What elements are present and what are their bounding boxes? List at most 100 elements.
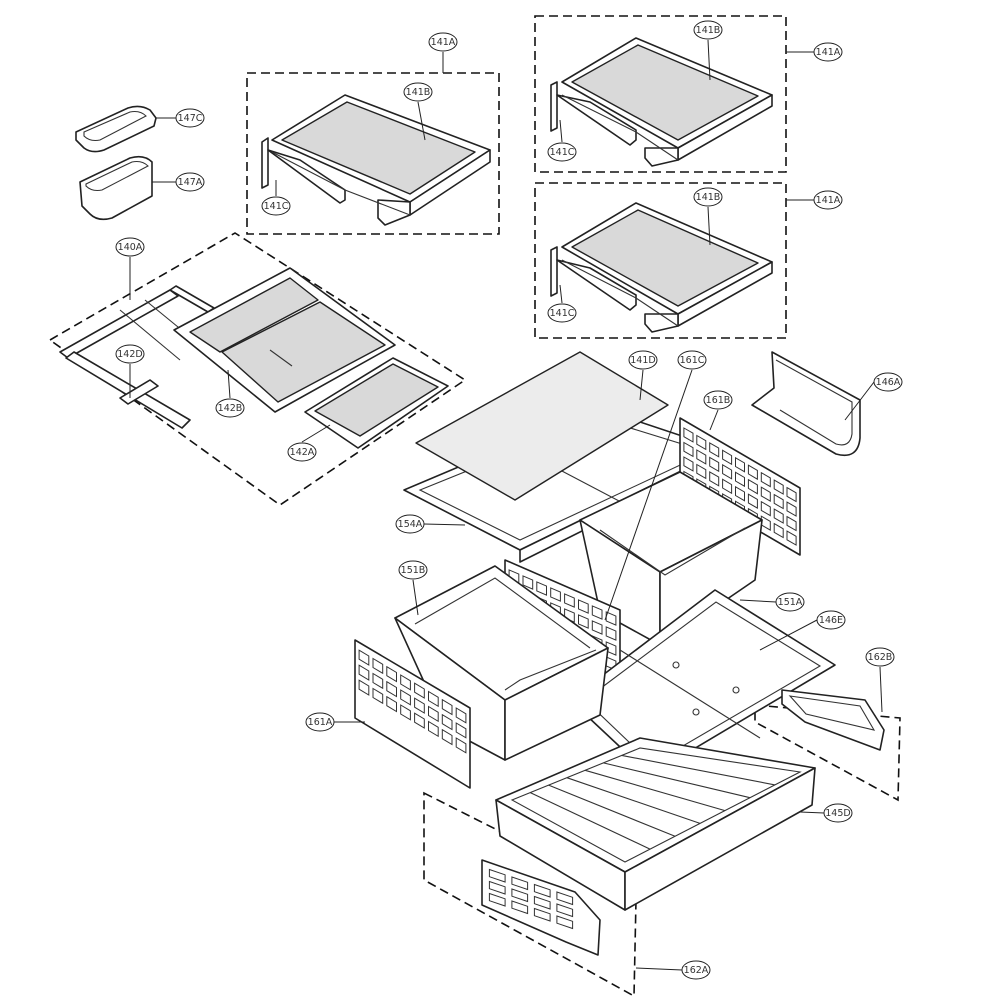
- drawer-151B: [394, 565, 609, 761]
- leader-line: [844, 381, 875, 421]
- callout-bubble: [628, 350, 658, 370]
- shelf-assembly-left: [261, 94, 491, 226]
- callout-141c: 141C: [547, 119, 577, 162]
- callout-141d: 141D: [628, 350, 658, 401]
- leader-line: [604, 369, 693, 621]
- callout-141a: 141A: [786, 190, 843, 210]
- callout-bubble: [175, 108, 205, 128]
- bin-147A: [79, 155, 153, 221]
- callout-bubble: [873, 372, 903, 392]
- callout-146e: 146E: [759, 610, 846, 651]
- callout-140a: 140A: [115, 237, 145, 300]
- divider-146A: [751, 351, 861, 457]
- callout-bubble: [428, 32, 458, 52]
- callout-label: 147A: [178, 177, 203, 188]
- callout-label: 141B: [696, 25, 721, 36]
- leader-line: [879, 666, 883, 713]
- callout-162b: 162B: [865, 647, 895, 713]
- callout-bubble: [681, 960, 711, 980]
- callout-label: 161B: [706, 395, 731, 406]
- callout-label: 141D: [630, 355, 655, 366]
- callout-bubble: [693, 187, 723, 207]
- callout-bubble: [813, 42, 843, 62]
- callout-bubble: [703, 390, 733, 410]
- callout-label: 146A: [876, 377, 901, 388]
- leader-line: [759, 619, 818, 651]
- callout-label: 141A: [816, 195, 841, 206]
- callout-162a: 162A: [635, 960, 711, 980]
- group-box-shelf-mid-right: [534, 182, 787, 339]
- group-box-drawer-cover-right: [754, 704, 901, 802]
- callout-label: 145D: [825, 808, 850, 819]
- callout-label: 142A: [290, 447, 315, 458]
- callout-label: 151B: [401, 565, 426, 576]
- tray-145D: [495, 737, 816, 911]
- bin-147C: [75, 105, 157, 153]
- group-box-shelf-left: [246, 72, 500, 235]
- leader-line: [739, 599, 777, 603]
- callout-bubble: [395, 514, 425, 534]
- callout-161c: 161C: [604, 350, 707, 621]
- callout-151a: 151A: [739, 592, 805, 612]
- callout-145d: 145D: [799, 803, 853, 823]
- callout-147a: 147A: [152, 172, 205, 192]
- leader-line: [301, 424, 331, 443]
- callout-bubble: [865, 647, 895, 667]
- callout-bubble: [775, 592, 805, 612]
- callout-161b: 161B: [703, 390, 733, 431]
- shelf-assembly-top-right: [550, 37, 773, 167]
- folding-shelf-140A: [59, 267, 449, 449]
- leader-line: [227, 369, 231, 399]
- callout-141c: 141C: [261, 180, 291, 216]
- group-box-shelf-top-right: [534, 15, 787, 173]
- callout-bubble: [305, 712, 335, 732]
- leader-line: [707, 206, 711, 246]
- callout-bubble: [115, 344, 145, 364]
- callout-142a: 142A: [287, 424, 331, 462]
- callout-label: 141C: [550, 308, 575, 319]
- callout-bubble: [693, 20, 723, 40]
- callout-label: 146E: [819, 615, 843, 626]
- leader-line: [707, 39, 711, 81]
- leader-line: [412, 579, 419, 616]
- callout-bubble: [215, 398, 245, 418]
- callout-bubble: [547, 142, 577, 162]
- leader-line: [799, 811, 825, 814]
- leader-line: [709, 409, 719, 431]
- callout-label: 162B: [868, 652, 893, 663]
- callout-label: 142D: [117, 349, 142, 360]
- leader-line: [417, 101, 426, 141]
- callout-bubble: [261, 196, 291, 216]
- callout-label: 154A: [398, 519, 423, 530]
- callout-141b: 141B: [403, 82, 433, 141]
- callout-label: 142B: [218, 403, 243, 414]
- callout-label: 140A: [118, 242, 143, 253]
- callout-bubble: [547, 303, 577, 323]
- callout-label: 141A: [431, 37, 456, 48]
- leader-line: [639, 369, 644, 401]
- callout-bubble: [175, 172, 205, 192]
- leader-line: [559, 284, 563, 304]
- callout-141b: 141B: [693, 187, 723, 246]
- callout-154a: 154A: [395, 514, 466, 534]
- callout-label: 162A: [684, 965, 709, 976]
- callout-151b: 151B: [398, 560, 428, 616]
- callout-bubble: [115, 237, 145, 257]
- callout-bubble: [677, 350, 707, 370]
- callout-141a: 141A: [786, 42, 843, 62]
- callout-bubble: [823, 803, 853, 823]
- callout-bubble: [813, 190, 843, 210]
- callout-142d: 142D: [115, 344, 145, 398]
- drawer-cover-162B: [781, 689, 885, 751]
- callout-bubble: [398, 560, 428, 580]
- callout-141b: 141B: [693, 20, 723, 81]
- callout-label: 141B: [406, 87, 431, 98]
- leader-line: [559, 119, 563, 143]
- callout-label: 151A: [778, 597, 803, 608]
- callout-147c: 147C: [156, 108, 205, 128]
- callout-label: 141B: [696, 192, 721, 203]
- callout-bubble: [287, 442, 317, 462]
- shelf-assembly-mid-right: [550, 202, 773, 333]
- callout-bubble: [816, 610, 846, 630]
